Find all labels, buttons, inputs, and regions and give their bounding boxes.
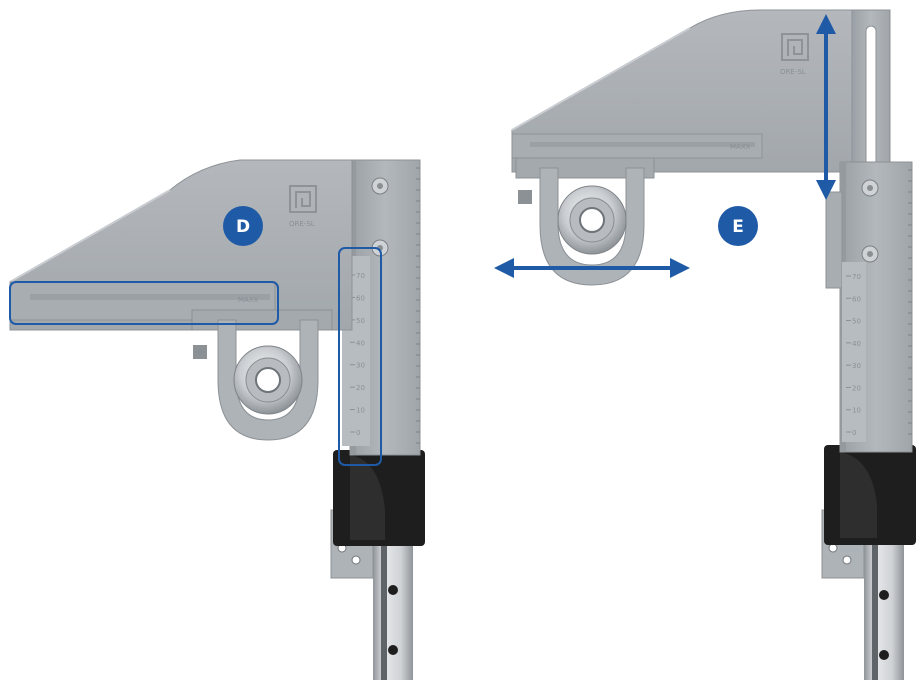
badge-d-label: D: [236, 217, 250, 237]
right-logo-text: ORE-SL: [780, 68, 806, 76]
right-upper-slot-post: [851, 9, 891, 171]
right-bar-text: MAXX: [730, 143, 751, 151]
right-scale-label: 50: [852, 318, 861, 326]
left-scale-label: 20: [356, 384, 365, 392]
right-scale-label: 30: [852, 362, 861, 370]
right-scale-label: 20: [852, 384, 861, 392]
left-logo-icon: [289, 185, 317, 213]
left-scale-label: 0: [356, 429, 360, 437]
right-scale-label: 10: [852, 407, 861, 415]
badge-e-label: E: [732, 217, 744, 237]
right-edge-ticks: [908, 169, 912, 435]
badge-e: E: [718, 206, 758, 246]
right-logo-icon: [781, 33, 809, 61]
right-vertical-scale: 70 60 50 40 30 20 10 0: [846, 273, 861, 437]
right-triangular-plate: ORE-SL MAXX: [511, 9, 853, 173]
right-black-carriage: [824, 445, 916, 545]
left-vertical-post: 70 60 50 40 30 20 10 0: [342, 159, 421, 456]
left-bar-text: MAXX: [238, 296, 259, 304]
right-scale-label: 40: [852, 340, 861, 348]
left-scale-label: 40: [356, 339, 365, 347]
left-scale-label: 70: [356, 272, 365, 280]
left-bearing-bracket: [191, 309, 333, 441]
vertical-scale-highlight: [338, 247, 382, 466]
left-scale-label: 10: [356, 407, 365, 415]
right-scale-label: 60: [852, 295, 861, 303]
right-vertical-post: 70 60 50 40 30 20 10 0: [825, 161, 913, 453]
left-logo-text: ORE-SL: [289, 220, 315, 228]
horizontal-bar-highlight: [9, 281, 279, 325]
left-scale-label: 60: [356, 294, 365, 302]
left-assembly: 70 60 50 40 30 20 10 0 ORE-SL MAXX: [9, 159, 425, 680]
left-scale-label: 50: [356, 317, 365, 325]
badge-d: D: [223, 206, 263, 246]
right-scale-label: 0: [852, 429, 856, 437]
left-scale-label: 30: [356, 362, 365, 370]
right-scale-label: 70: [852, 273, 861, 281]
right-bearing-bracket: [515, 157, 655, 286]
right-assembly: ORE-SL MAXX 70 60 50 40 30 20 10 0: [494, 9, 916, 680]
left-triangular-plate: ORE-SL MAXX: [9, 159, 353, 331]
left-edge-ticks: [416, 167, 420, 444]
left-black-carriage: [333, 450, 425, 546]
